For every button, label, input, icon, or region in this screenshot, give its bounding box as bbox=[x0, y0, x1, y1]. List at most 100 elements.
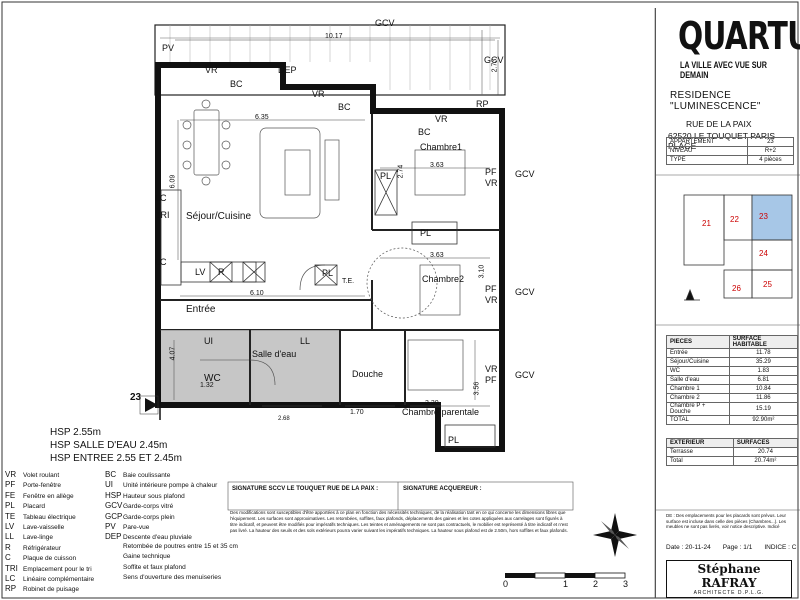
legend-label: Volet roulant bbox=[23, 472, 60, 479]
furniture bbox=[182, 99, 466, 391]
signature-acquereur: SIGNATURE ACQUEREUR : bbox=[403, 486, 482, 492]
address-line-1: RUE DE LA PAIX bbox=[686, 119, 752, 129]
legend-item: Gaine technique bbox=[105, 553, 170, 560]
dim-parent-depth: 3.56 bbox=[473, 381, 481, 396]
table-cell-value: 1.83 bbox=[728, 366, 799, 376]
legend-item: Sens d'ouverture des menuiseries bbox=[105, 574, 221, 581]
legend-item: GCPGarde-corps plein bbox=[105, 512, 175, 521]
keyplan-unit-21: 21 bbox=[702, 219, 711, 228]
legend-code: R bbox=[5, 542, 11, 552]
wet-zone-fill bbox=[161, 330, 339, 402]
entry-number: 23 bbox=[130, 392, 142, 403]
legend-item: GCVGarde-corps vitré bbox=[105, 501, 173, 510]
room-wc: WC bbox=[204, 373, 221, 384]
entry-arrow bbox=[139, 395, 159, 415]
legend-label: Garde-corps vitré bbox=[123, 503, 174, 511]
legend-code: PV bbox=[105, 522, 116, 531]
tag-pl-1: PL bbox=[380, 171, 392, 181]
legend-label: Lave-linge bbox=[23, 534, 53, 542]
closets bbox=[314, 169, 496, 448]
scale-1: 1 bbox=[563, 579, 569, 589]
page: Page : 1/1 bbox=[722, 544, 753, 551]
legend-label: Tableau électrique bbox=[23, 513, 76, 521]
tag-rp: RP bbox=[476, 99, 489, 109]
tag-pf-3: PF bbox=[485, 375, 497, 385]
tag-pf-1: PF bbox=[485, 167, 497, 177]
tag-ll: LL bbox=[300, 336, 311, 346]
table-cell-label: NIVEAU bbox=[666, 146, 748, 156]
signature-sccv: SIGNATURE SCCV LE TOUQUET RUE DE LA PAIX… bbox=[232, 486, 379, 492]
table-cell-label: APPARTEMENT bbox=[666, 137, 748, 147]
tag-vr-2: VR bbox=[312, 89, 325, 99]
brand-logo: QUARTUS bbox=[678, 14, 800, 58]
tag-vr-6: VR bbox=[485, 364, 498, 374]
room-chambre1: Chambre1 bbox=[420, 142, 463, 152]
legend-item: VR Volet roulant bbox=[5, 470, 59, 479]
kitchen-counter bbox=[160, 189, 266, 286]
legend-item: Retombée de poutres entre 15 et 35 cm bbox=[105, 543, 238, 550]
scale-2: 2 bbox=[593, 579, 599, 589]
architect-name: Stéphane RAFRAY bbox=[697, 562, 761, 590]
legend-code: FE bbox=[5, 490, 16, 500]
scale-0: 0 bbox=[503, 579, 509, 589]
tag-lc-1: LC bbox=[155, 193, 167, 203]
table-cell-label: Entrée bbox=[666, 348, 730, 358]
tag-r: R bbox=[218, 267, 225, 277]
legend-code: GCV bbox=[105, 501, 123, 511]
legend-code: C bbox=[5, 553, 11, 563]
tag-pl-3: PL bbox=[322, 268, 334, 278]
keyplan-unit-26: 26 bbox=[732, 284, 741, 293]
legend-code: VR bbox=[5, 470, 17, 479]
tag-pl-4: PL bbox=[448, 435, 460, 445]
legend-label: Lave-vaisselle bbox=[23, 524, 65, 531]
architect-stamp: Stéphane RAFRAY ARCHITECTE D.P.L.G. bbox=[666, 560, 792, 598]
room-chambre2: Chambre2 bbox=[422, 274, 465, 284]
room-entree: Entrée bbox=[186, 304, 216, 315]
table-cell-value: 10.84 bbox=[728, 384, 799, 394]
keyplan-unit-23: 23 bbox=[759, 212, 768, 221]
table-cell-value: 92.90m² bbox=[728, 415, 799, 425]
legend-code: LC bbox=[5, 574, 16, 583]
table-cell-label: TYPE bbox=[666, 155, 748, 165]
title-footer: Date : 20-11-24 Page : 1/1 INDICE : C bbox=[666, 544, 796, 551]
legend-label: Réfrigérateur bbox=[23, 544, 61, 552]
legend-label: Placard bbox=[23, 503, 46, 511]
tag-gcv-1: GCV bbox=[515, 169, 535, 179]
table-header-cell: PIECES bbox=[666, 335, 730, 349]
dim-douche-width: 1.70 bbox=[350, 409, 364, 416]
dimension-lines bbox=[173, 39, 499, 407]
dim-sdb-depth: 4.07 bbox=[169, 346, 177, 361]
table-cell-label: Chambre 1 bbox=[666, 384, 730, 394]
tag-dep: DEP bbox=[278, 65, 297, 75]
legend-item: R Réfrigérateur bbox=[5, 543, 61, 552]
table-cell-value: 11.86 bbox=[728, 393, 799, 403]
legend-code: RP bbox=[5, 584, 17, 594]
dim-ch2-width: 3.63 bbox=[430, 252, 444, 259]
dim-ch1-width: 3.63 bbox=[430, 162, 444, 169]
tag-bc-3: BC bbox=[418, 127, 431, 137]
legend-label: Retombée de poutres entre 15 et 35 cm bbox=[123, 542, 238, 550]
hsp-line-2: HSP SALLE D'EAU 2.45m bbox=[50, 440, 168, 451]
tag-gcv-2: GCV bbox=[515, 287, 535, 297]
legend-label: Soffite et faux plafond bbox=[123, 563, 186, 571]
compass-icon bbox=[593, 513, 637, 557]
legend-label: Baie coulissante bbox=[123, 472, 171, 479]
key-plan bbox=[683, 194, 793, 301]
signature-box bbox=[227, 481, 574, 511]
